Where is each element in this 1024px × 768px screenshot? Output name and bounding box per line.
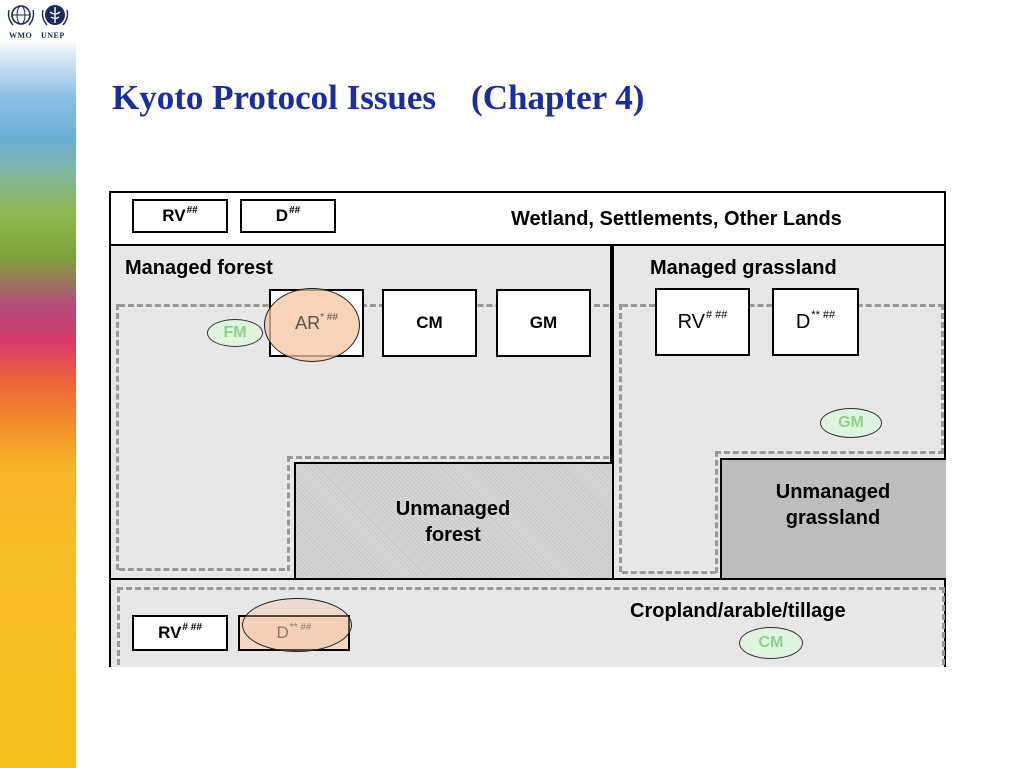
- unmanaged-forest-region: [294, 462, 612, 582]
- forest-kp-boundary: [287, 456, 609, 459]
- box-superscript: ##: [186, 204, 198, 216]
- box-superscript: ** ##: [811, 309, 836, 321]
- box-label: D: [275, 206, 289, 225]
- managed-forest-label: Managed forest: [125, 257, 273, 279]
- cm-oval: CM: [739, 627, 803, 659]
- managed-forest-region: Managed forest CM GM AR* ## FM Unmanaged…: [109, 244, 612, 582]
- grassland-d-box: D** ##: [772, 288, 859, 356]
- forest-kp-boundary: [119, 568, 285, 571]
- forest-kp-boundary: [119, 304, 609, 307]
- forest-ar-label: AR* ##: [269, 289, 364, 357]
- box-superscript: ##: [289, 204, 301, 216]
- wetland-d-box: D##: [240, 199, 336, 233]
- fm-oval: FM: [207, 319, 263, 347]
- box-label: CM: [416, 313, 443, 332]
- label-line: forest: [425, 524, 481, 546]
- wetland-region: RV## D## Wetland, Settlements, Other Lan…: [111, 193, 944, 244]
- box-label: AR: [295, 312, 321, 333]
- box-superscript: # ##: [706, 309, 728, 321]
- slide-title: Kyoto Protocol Issues (Chapter 4): [112, 78, 645, 117]
- box-label: RV: [158, 623, 182, 642]
- grassland-rv-box: RV# ##: [655, 288, 750, 356]
- label-line: grassland: [785, 507, 881, 529]
- logo-area: WMO UNEP: [0, 0, 76, 42]
- box-superscript: # ##: [182, 621, 202, 633]
- cropland-region: Cropland/arable/tillage RV# ## D** ## CM: [109, 578, 946, 667]
- managed-grassland-region: Managed grassland RV# ## D** ## GM Unman…: [612, 244, 946, 580]
- land-use-diagram: RV## D## Wetland, Settlements, Other Lan…: [109, 191, 946, 667]
- wmo-logo-text: WMO: [9, 31, 33, 40]
- forest-kp-boundary: [287, 456, 290, 571]
- grassland-kp-boundary: [622, 571, 716, 574]
- box-superscript: * ##: [320, 311, 338, 323]
- box-label: D: [795, 310, 811, 333]
- forest-cm-box: CM: [382, 289, 477, 357]
- managed-grassland-label: Managed grassland: [650, 257, 837, 279]
- unmanaged-forest-label: Unmanaged forest: [294, 462, 612, 582]
- wetland-label: Wetland, Settlements, Other Lands: [511, 208, 842, 230]
- label-line: Unmanaged: [775, 481, 891, 503]
- label-line: Unmanaged: [395, 498, 511, 520]
- box-label: RV: [162, 206, 186, 225]
- grassland-kp-boundary: [619, 304, 622, 572]
- grassland-kp-boundary: [941, 304, 944, 454]
- cropland-kp-boundary: [117, 587, 945, 665]
- forest-gm-box: GM: [496, 289, 591, 357]
- cropland-rv-box: RV# ##: [132, 615, 228, 651]
- gm-oval: GM: [820, 408, 882, 438]
- forest-kp-boundary: [116, 304, 119, 570]
- grassland-kp-boundary: [715, 451, 718, 573]
- decorative-color-band: [0, 42, 76, 768]
- ar-highlight-oval: [264, 288, 360, 362]
- unep-logo-text: UNEP: [41, 31, 65, 40]
- unmanaged-grassland-region: [720, 458, 946, 580]
- cropland-label: Cropland/arable/tillage: [630, 600, 846, 622]
- unmanaged-grassland-label: Unmanaged grassland: [720, 458, 946, 580]
- wmo-emblem-icon: [7, 5, 35, 26]
- grassland-kp-boundary: [715, 451, 944, 454]
- wetland-rv-box: RV##: [132, 199, 228, 233]
- unep-emblem-icon: [41, 5, 69, 26]
- box-label: GM: [529, 313, 558, 332]
- d-highlight-oval: [242, 598, 352, 652]
- box-label: RV: [677, 310, 705, 333]
